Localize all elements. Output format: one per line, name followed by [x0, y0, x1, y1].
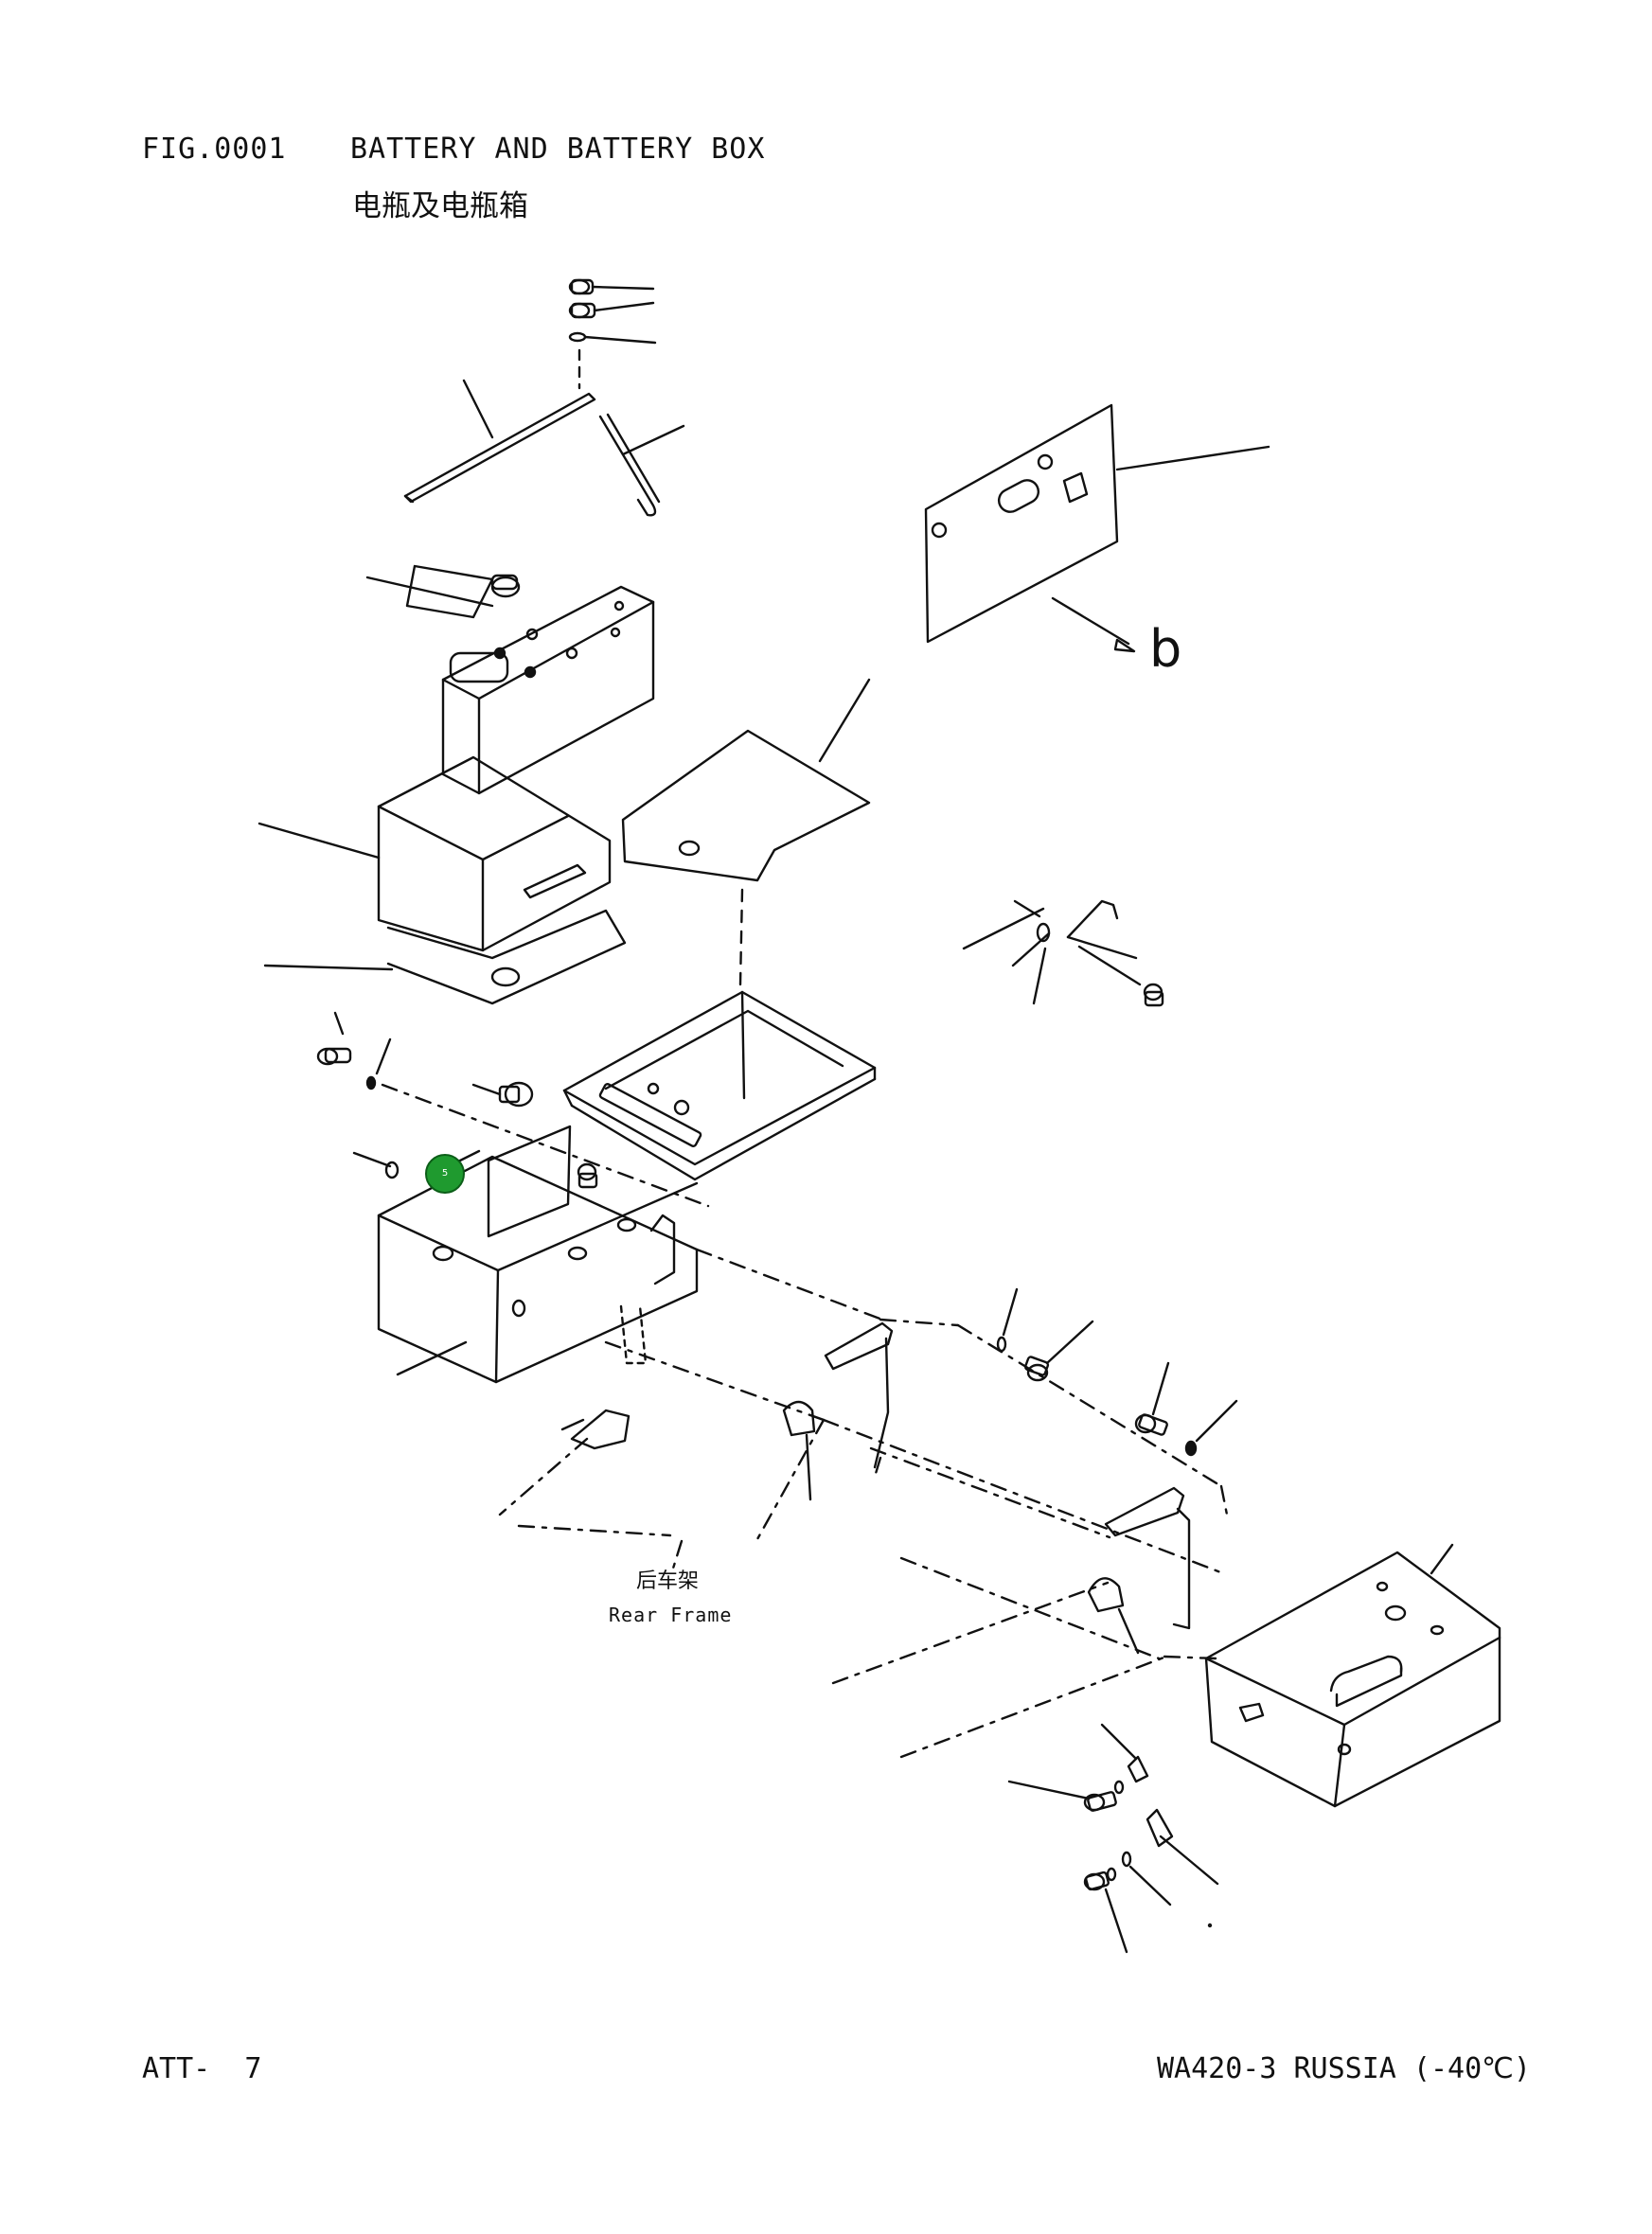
mounting-bolts-bottom — [1007, 1723, 1219, 1954]
battery-box-right — [1204, 1543, 1501, 1808]
selected-part-callout[interactable]: 5 — [425, 1154, 465, 1194]
clamp-hardware-right — [962, 899, 1164, 1007]
rear-frame-outline — [381, 1083, 1229, 1759]
mounting-bolts-center — [996, 1287, 1238, 1457]
detail-reference-b: b — [1149, 619, 1182, 679]
battery-unit — [365, 564, 655, 795]
figure-title: BATTERY AND BATTERY BOX — [350, 133, 766, 166]
figure-title-chinese: 电瓶及电瓶箱 — [352, 189, 528, 223]
battery-box-left — [377, 1125, 699, 1450]
mounting-bolts-left — [316, 1011, 534, 1179]
rear-frame-label-chinese: 后车架 — [636, 1569, 700, 1593]
hold-down-rod — [403, 379, 596, 504]
top-bolt-nut-group — [568, 278, 657, 390]
battery-box-lid — [621, 678, 871, 986]
cover-plate — [924, 403, 1270, 653]
j-bolt — [598, 413, 685, 517]
battery-tray — [562, 990, 877, 1181]
figure-number: FIG.0001 — [142, 133, 287, 166]
mounting-bracket — [782, 1321, 1191, 1655]
rubber-mat — [263, 909, 627, 1005]
rear-frame-label: Rear Frame — [609, 1604, 733, 1626]
model-designation: WA420-3 RUSSIA (-40℃) — [1157, 2052, 1531, 2085]
page-number: ATT- 7 — [142, 2052, 262, 2085]
insulation-cover — [258, 755, 612, 952]
